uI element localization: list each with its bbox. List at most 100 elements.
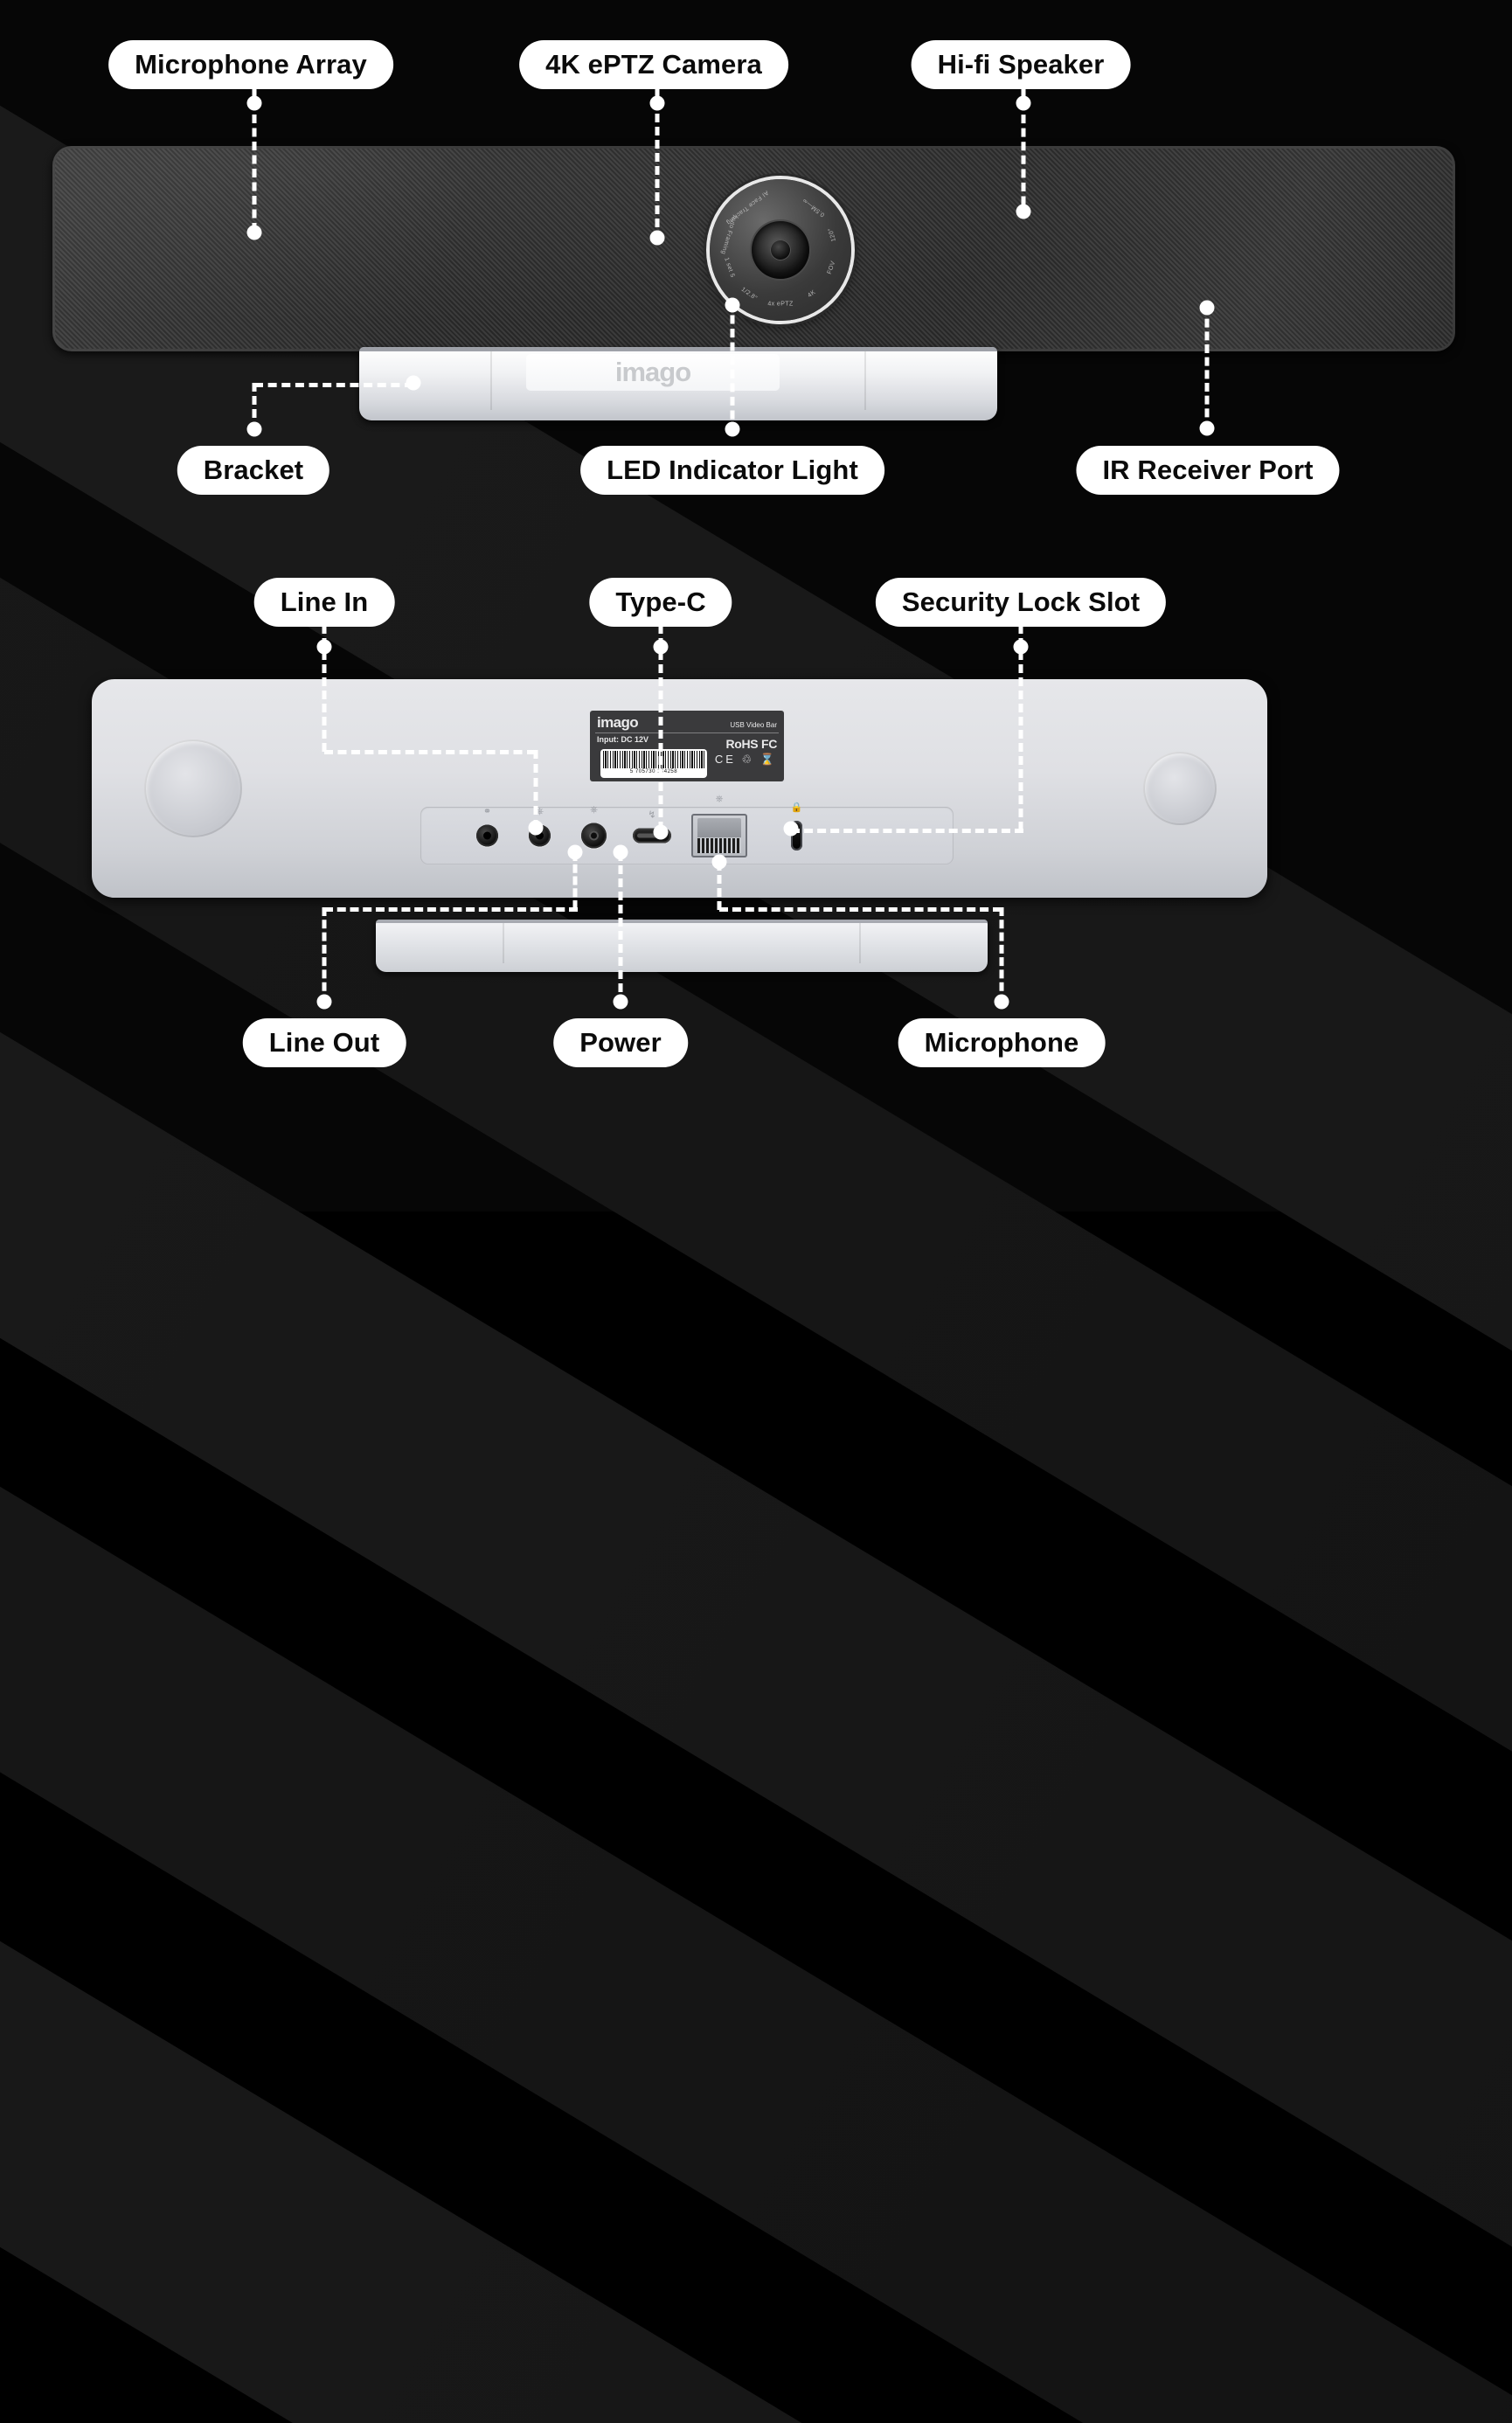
- mount-knob-right: [1143, 752, 1217, 825]
- callout-ir-receiver-port[interactable]: IR Receiver Port: [1076, 446, 1340, 495]
- leader-dot-speaker: [1016, 95, 1031, 111]
- bracket-seam: [503, 923, 504, 963]
- leader-dot-lock: [1013, 639, 1029, 655]
- leader-line-mic-h: [719, 907, 1002, 912]
- leader-dot-camera: [649, 95, 665, 111]
- barcode: 5 705730 134258: [600, 749, 707, 778]
- camera-ring-label: 4K: [807, 288, 817, 300]
- leader-dot-mic: [994, 994, 1009, 1010]
- label-input-rating: Input: DC 12V: [597, 735, 649, 744]
- barcode-number: 5 705730 134258: [629, 769, 678, 774]
- mount-knob-left: [144, 739, 242, 837]
- anchor-dot-led: [725, 297, 740, 313]
- leader-dot-typec: [653, 639, 669, 655]
- label-device-type: USB Video Bar: [730, 721, 777, 729]
- front-bracket: imago: [359, 347, 997, 420]
- leader-line-lineout-v2: [322, 907, 327, 1003]
- power-icon: ⎈: [590, 804, 598, 816]
- anchor-dot-linein: [528, 820, 544, 836]
- callout-line-out[interactable]: Line Out: [242, 1018, 406, 1067]
- back-unit: imago USB Video Bar Input: DC 12V 5 7057…: [92, 679, 1267, 898]
- leader-line-bracket-h: [254, 383, 413, 387]
- leader-line-linein-v2: [533, 750, 538, 829]
- anchor-dot-mic: [711, 854, 727, 870]
- leader-line-typec: [658, 625, 663, 830]
- leader-line-lock-v: [1018, 625, 1023, 830]
- camera-ring-label: 4x ePTZ: [767, 301, 794, 308]
- label-divider: [595, 732, 779, 733]
- power-port[interactable]: ⎈: [581, 805, 607, 849]
- callout-microphone[interactable]: Microphone: [898, 1018, 1106, 1067]
- led-indicator-strip: imago: [526, 354, 780, 391]
- product-label: imago USB Video Bar Input: DC 12V 5 7057…: [590, 711, 784, 781]
- lock-icon: 🔒: [790, 802, 803, 813]
- cert-rohs-text: RoHS FC: [725, 737, 777, 751]
- anchor-dot-ir: [1199, 300, 1215, 316]
- bracket-seam: [859, 923, 861, 963]
- callout-microphone-array[interactable]: Microphone Array: [108, 40, 393, 89]
- callout-hifi-speaker[interactable]: Hi-fi Speaker: [911, 40, 1131, 89]
- callout-power[interactable]: Power: [553, 1018, 688, 1067]
- leader-dot-power: [613, 994, 628, 1010]
- leader-line-linein-h: [324, 750, 536, 754]
- anchor-dot-lineout: [567, 844, 583, 860]
- leader-line-bracket-v: [252, 383, 257, 431]
- leader-line-ir: [1204, 306, 1210, 430]
- leader-line-lineout-v1: [572, 852, 578, 909]
- anchor-dot-microphone-array: [246, 225, 262, 240]
- callout-led-indicator-light[interactable]: LED Indicator Light: [580, 446, 884, 495]
- leader-dot-ir: [1199, 420, 1215, 436]
- leader-dot-lineout: [316, 994, 332, 1010]
- ethernet-port[interactable]: ⎈: [691, 795, 747, 857]
- leader-line-led: [730, 302, 735, 433]
- leader-line-power: [618, 852, 623, 1005]
- headphone-icon: ⎈: [536, 806, 544, 817]
- cert-marks-icons: CE ♲ ⌛: [714, 753, 777, 766]
- camera-ring-label: 1 set 5: [723, 256, 736, 279]
- imago-logo: imago: [614, 357, 691, 387]
- bracket-seam: [490, 351, 492, 410]
- anchor-dot-typec: [653, 824, 669, 840]
- callout-security-lock-slot[interactable]: Security Lock Slot: [875, 578, 1167, 627]
- anchor-dot-bracket: [406, 375, 421, 391]
- callout-line-in[interactable]: Line In: [253, 578, 395, 627]
- rj45-connector: [691, 814, 747, 857]
- callout-bracket[interactable]: Bracket: [177, 446, 330, 495]
- camera-ring-label: 0.5M—∞: [801, 197, 827, 219]
- leader-line-lock-h: [791, 829, 1023, 833]
- anchor-dot-speaker: [1016, 204, 1031, 219]
- camera-ring-label: AI Face Tracking: [725, 189, 770, 226]
- leader-dot-bracket: [246, 421, 262, 437]
- leader-line-mic-v2: [999, 907, 1004, 1003]
- leader-line-mic-v1: [717, 862, 722, 910]
- leader-dot-microphone-array: [246, 95, 262, 111]
- anchor-dot-camera: [649, 230, 665, 246]
- back-bracket: [376, 920, 988, 972]
- leader-dot-linein: [316, 639, 332, 655]
- leader-dot-led: [725, 421, 740, 437]
- leader-line-camera: [655, 87, 660, 240]
- anchor-dot-power: [613, 844, 628, 860]
- usb-icon: ↯: [648, 809, 656, 821]
- port-recess: ⚭ ⎈ ⎈ ↯ ⎈ 🔒: [420, 795, 954, 864]
- barcode-bars: [603, 751, 704, 768]
- leader-line-lineout-h: [324, 907, 578, 912]
- microphone-jack: [476, 824, 498, 847]
- leader-line-speaker: [1021, 87, 1026, 219]
- camera-ring-label: 120°: [827, 226, 838, 243]
- camera-lens: [752, 221, 809, 279]
- certification-block: RoHS FC CE ♲ ⌛: [715, 737, 777, 767]
- mic-icon: ⚭: [482, 806, 492, 817]
- microphone-port[interactable]: ⚭: [476, 807, 498, 847]
- power-jack: [581, 823, 607, 849]
- camera-ring-label: FOV: [826, 260, 837, 275]
- callout-4k-eptz-camera[interactable]: 4K ePTZ Camera: [519, 40, 788, 89]
- bracket-seam: [864, 351, 866, 410]
- camera-ring-label: 1/2.8": [739, 286, 759, 302]
- lan-icon: ⎈: [715, 794, 724, 804]
- anchor-dot-lock: [783, 821, 799, 837]
- label-brand: imago: [597, 714, 639, 731]
- callout-type-c[interactable]: Type-C: [589, 578, 732, 627]
